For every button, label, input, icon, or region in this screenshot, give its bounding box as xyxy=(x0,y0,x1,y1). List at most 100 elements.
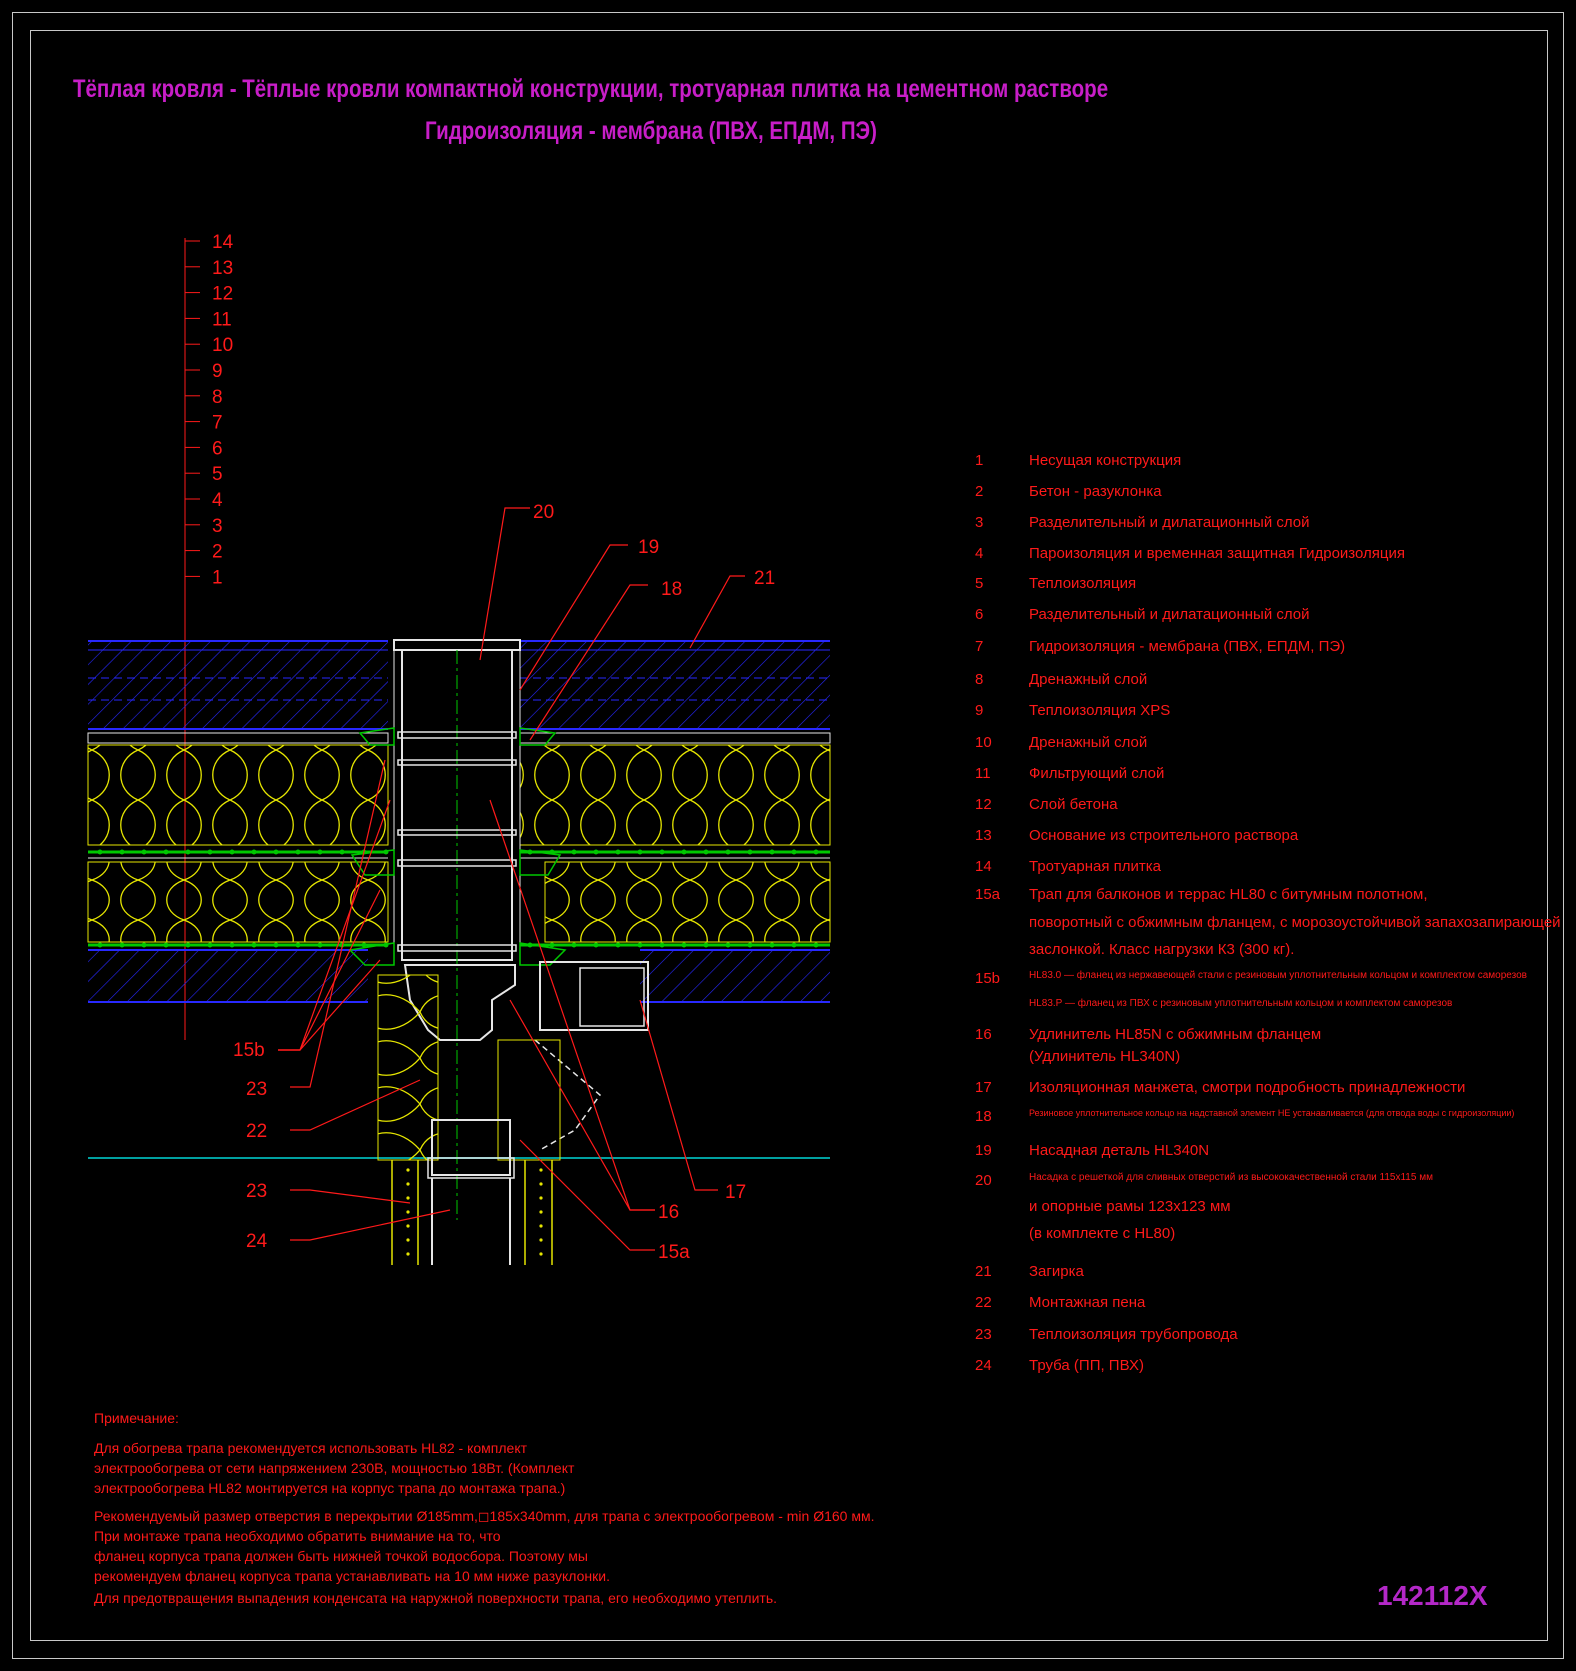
notes-line: электрообогрева HL82 монтируется на корп… xyxy=(94,1480,566,1496)
legend-text: Теплоизоляция трубопровода xyxy=(1029,1326,1238,1343)
legend-text: HL83.P — фланец из ПВХ с резиновым уплот… xyxy=(1029,998,1453,1009)
membrane-dot xyxy=(383,942,389,948)
membrane-dot xyxy=(141,849,147,855)
membrane-dot xyxy=(703,942,709,948)
scale-label: 10 xyxy=(212,335,233,356)
membrane-dot xyxy=(229,849,235,855)
roof-layers xyxy=(87,640,831,1159)
legend-text: Загирка xyxy=(1029,1263,1084,1280)
legend-number: 22 xyxy=(975,1294,992,1311)
legend-number: 23 xyxy=(975,1326,992,1343)
membrane-dot xyxy=(163,942,169,948)
membrane-dot xyxy=(549,942,555,948)
scale-label: 1 xyxy=(212,567,223,588)
drawing-title: Тёплая кровля - Тёплые кровли компактной… xyxy=(73,75,1109,103)
callout-15b: 15b xyxy=(233,1040,265,1061)
scale-label: 13 xyxy=(212,258,233,279)
membrane-dot xyxy=(295,942,301,948)
insulation-dot xyxy=(539,1196,543,1200)
insulation-dot xyxy=(406,1182,410,1186)
notes-line: рекомендуем фланец корпуса трапа устанав… xyxy=(94,1568,610,1584)
legend-number: 18 xyxy=(975,1108,992,1125)
legend-text: (в комплекте с HL80) xyxy=(1029,1225,1176,1242)
insulation-dot xyxy=(406,1168,410,1172)
legend-text: Насадка с решеткой для сливных отверстий… xyxy=(1029,1172,1433,1183)
drawing-code: 142112X xyxy=(1377,1580,1488,1611)
membrane-dot xyxy=(163,849,169,855)
membrane-dot xyxy=(251,942,257,948)
membrane-dot xyxy=(207,942,213,948)
legend-number: 8 xyxy=(975,671,984,688)
insulation-dot xyxy=(406,1252,410,1256)
legend-text: Несущая конструкция xyxy=(1029,452,1182,469)
scale-label: 2 xyxy=(212,542,223,563)
insulation-dot xyxy=(406,1238,410,1242)
insulation-dot xyxy=(406,1224,410,1228)
callout-15a: 15a xyxy=(658,1242,690,1263)
membrane-dot xyxy=(383,849,389,855)
legend-text: Фильтрующий слой xyxy=(1029,765,1165,782)
legend-text: Тротуарная плитка xyxy=(1029,858,1162,875)
membrane-dot xyxy=(251,849,257,855)
legend-number: 13 xyxy=(975,827,992,844)
insulation-dot xyxy=(539,1210,543,1214)
notes-line: Для предотвращения выпадения конденсата … xyxy=(94,1590,778,1606)
legend-number: 20 xyxy=(975,1172,992,1189)
callout-19: 19 xyxy=(638,537,659,558)
legend-text: Гидроизоляция - мембрана (ПВХ, ЕПДМ, ПЭ) xyxy=(1029,638,1346,655)
callout-20: 20 xyxy=(533,502,554,523)
membrane-dot xyxy=(659,849,665,855)
legend-number: 1 xyxy=(975,452,984,469)
scale-label: 5 xyxy=(212,464,223,485)
insulation-dot xyxy=(406,1210,410,1214)
legend-text: поворотный с обжимным фланцем, с морозоу… xyxy=(1029,914,1561,931)
notes-heading: Примечание: xyxy=(94,1410,179,1426)
membrane-dot xyxy=(317,942,323,948)
notes-line: электрообогрева от сети напряжением 230В… xyxy=(94,1460,575,1476)
insulation-dot xyxy=(539,1238,543,1242)
insulation-dot xyxy=(539,1168,543,1172)
legend-text: заслонкой. Класс нагрузки К3 (300 кг). xyxy=(1029,941,1295,958)
callout-17: 17 xyxy=(725,1182,746,1203)
membrane-dot xyxy=(747,849,753,855)
legend-text: Дренажный слой xyxy=(1029,734,1148,751)
legend-number: 6 xyxy=(975,606,984,623)
drawing-subtitle: Гидроизоляция - мембрана (ПВХ, ЕПДМ, ПЭ) xyxy=(425,117,877,145)
membrane-dot xyxy=(615,942,621,948)
membrane-dot xyxy=(549,849,555,855)
legend-text: Разделительный и дилатационный слой xyxy=(1029,514,1310,531)
scale-label: 6 xyxy=(212,438,223,459)
legend-number: 9 xyxy=(975,702,984,719)
membrane-dot xyxy=(637,942,643,948)
legend-text: Пароизоляция и временная защитная Гидрои… xyxy=(1029,545,1405,562)
callout-23-lower: 23 xyxy=(246,1181,267,1202)
scale-label: 8 xyxy=(212,387,223,408)
membrane-dot xyxy=(119,849,125,855)
legend-number: 4 xyxy=(975,545,984,562)
legend-number: 14 xyxy=(975,858,992,875)
membrane-dot xyxy=(527,942,533,948)
membrane-dot xyxy=(593,942,599,948)
membrane-dot xyxy=(769,849,775,855)
legend-text: и опорные рамы 123x123 мм xyxy=(1029,1198,1231,1215)
membrane-dot xyxy=(725,942,731,948)
scale-label: 11 xyxy=(212,309,232,330)
membrane-dot xyxy=(119,942,125,948)
notes-line: Рекомендуемый размер отверстия в перекры… xyxy=(94,1508,875,1524)
legend-text: Насадная деталь HL340N xyxy=(1029,1142,1210,1159)
membrane-dot xyxy=(659,942,665,948)
scale-label: 14 xyxy=(212,232,234,253)
callout-21: 21 xyxy=(754,568,775,589)
legend-text: Теплоизоляция XPS xyxy=(1029,702,1171,719)
membrane-dot xyxy=(703,849,709,855)
membrane-dot xyxy=(681,849,687,855)
legend-text: Резиновое уплотнительное кольцо на надст… xyxy=(1029,1108,1515,1118)
callout-18: 18 xyxy=(661,579,682,600)
drain-assembly xyxy=(97,639,819,1265)
membrane-dot xyxy=(229,942,235,948)
membrane-dot xyxy=(141,942,147,948)
legend-text: Разделительный и дилатационный слой xyxy=(1029,606,1310,623)
legend-number: 24 xyxy=(975,1357,992,1374)
membrane-dot xyxy=(813,849,819,855)
